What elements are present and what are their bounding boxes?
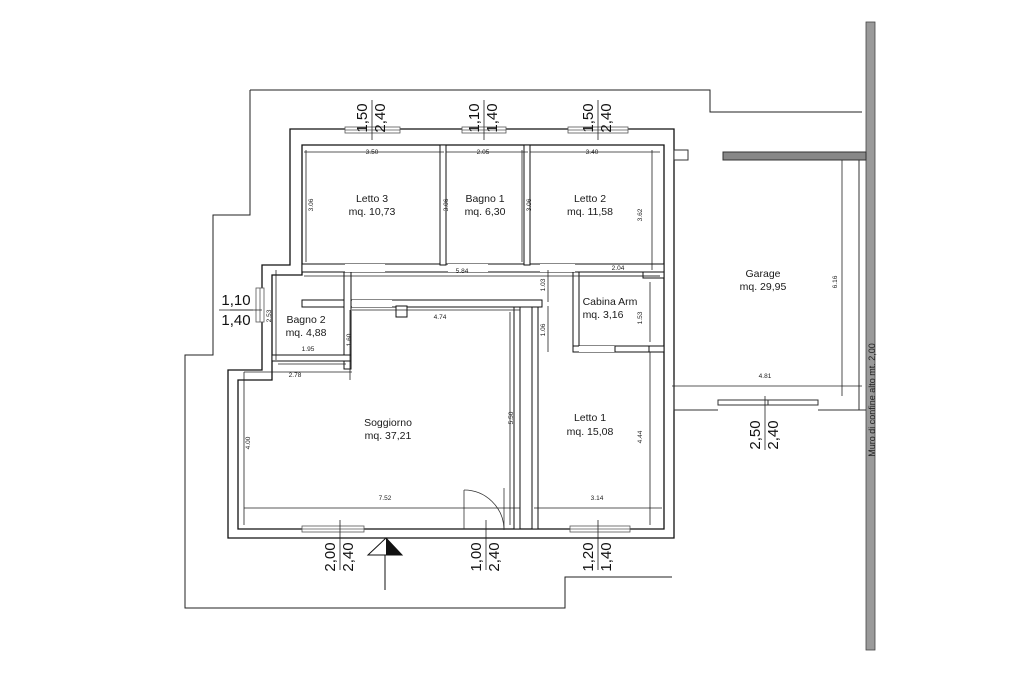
column-marker [395, 305, 408, 318]
opening-bot3-h: 1,40 [598, 542, 615, 571]
dim-bagno1-w: 2.05 [477, 149, 490, 156]
dim-soggiorno-top: 2.78 [289, 372, 302, 379]
dim-bagno2-h: 2.53 [266, 309, 273, 322]
door-openings [345, 264, 615, 352]
boundary-wall-note: Muro di confine alto mt. 2,00 [867, 343, 877, 457]
bagno1-name: Bagno 1 [465, 193, 504, 205]
opening-bot2-w: 1,00 [468, 542, 485, 571]
dim-bagno1-h: 3.06 [443, 198, 450, 211]
opening-leaders [219, 100, 766, 570]
opening-garage-w: 2,50 [747, 420, 764, 449]
dim-hall-h: 1.06 [540, 323, 547, 336]
entrance-arrow-icon [366, 537, 404, 590]
opening-bot2-h: 2,40 [486, 542, 503, 571]
cabina-area: mq. 3,16 [583, 309, 624, 321]
opening-top1-h: 2,40 [372, 103, 389, 132]
opening-labels: 1,50 2,40 1,10 1,40 1,50 2,40 1,10 1,40 … [221, 103, 782, 571]
opening-left-h: 1,40 [221, 312, 250, 329]
opening-bot1-h: 2,40 [340, 542, 357, 571]
bagno2-name: Bagno 2 [286, 314, 325, 326]
dim-hall-w: 4.74 [434, 314, 447, 321]
opening-top2-h: 1,40 [484, 103, 501, 132]
opening-top3-h: 2,40 [598, 103, 615, 132]
opening-left-w: 1,10 [221, 292, 250, 309]
boundary-wall [865, 21, 876, 651]
bagno2-area: mq. 4,88 [286, 327, 327, 339]
opening-garage-h: 2,40 [765, 420, 782, 449]
dim-letto2-h: 3.62 [637, 208, 644, 221]
soggiorno-name: Soggiorno [364, 417, 412, 429]
opening-top1-w: 1,50 [354, 103, 371, 132]
letto1-area: mq. 15,08 [567, 426, 614, 438]
cabina-door-stub [614, 345, 650, 353]
dim-letto2-w: 3.40 [586, 149, 599, 156]
dim-letto1-w: 3.14 [591, 495, 604, 502]
entrance-door [463, 488, 505, 530]
garage-walls [673, 149, 867, 411]
dim-letto1-h: 4.44 [637, 430, 644, 443]
dim-corridor-w: 5.84 [456, 268, 469, 275]
opening-bot3-w: 1,20 [580, 542, 597, 571]
dim-cabina-h: 1.53 [637, 311, 644, 324]
bagno1-area: mq. 6,30 [465, 206, 506, 218]
site-outline [184, 89, 862, 609]
cabina-name: Cabina Arm [583, 296, 638, 308]
dim-letto3-w: 3.50 [366, 149, 379, 156]
opening-top3-w: 1,50 [580, 103, 597, 132]
dim-bagno1-h2: 3.06 [526, 198, 533, 211]
letto2-name: Letto 2 [574, 193, 606, 205]
dim-corridor-h: 1.03 [540, 278, 547, 291]
dim-garage-h: 6.16 [832, 275, 839, 288]
dim-cabina-w: 2.04 [612, 265, 625, 272]
letto3-area: mq. 10,73 [349, 206, 396, 218]
dim-bagno2-w: 1.95 [302, 346, 315, 353]
opening-bot1-w: 2,00 [322, 542, 339, 571]
letto3-name: Letto 3 [356, 193, 388, 205]
dim-garage-w: 4.81 [759, 373, 772, 380]
letto1-name: Letto 1 [574, 412, 606, 424]
dimension-lines [243, 150, 862, 525]
opening-top2-w: 1,10 [466, 103, 483, 132]
dim-bagno2-h2: 1.60 [346, 333, 353, 346]
garage-name: Garage [745, 268, 780, 280]
soggiorno-area: mq. 37,21 [365, 430, 412, 442]
letto2-area: mq. 11,58 [567, 206, 613, 218]
dim-soggiorno-h2: 5.50 [508, 411, 515, 424]
garage-area: mq. 29,95 [740, 281, 787, 293]
dim-letto3-h: 3.06 [308, 198, 315, 211]
dim-soggiorno-w: 7.52 [379, 495, 392, 502]
dim-soggiorno-h: 4.00 [245, 436, 252, 449]
